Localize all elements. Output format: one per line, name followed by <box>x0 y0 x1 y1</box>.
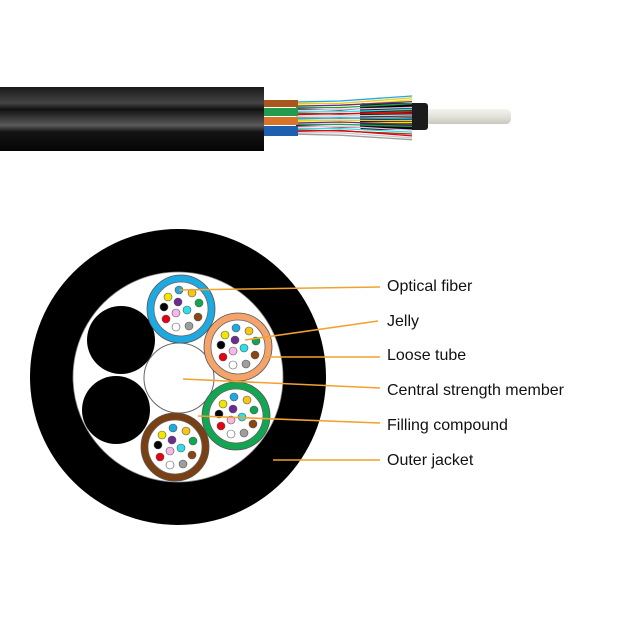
loose-tube <box>140 412 210 482</box>
filler-rod <box>87 306 155 374</box>
fiber-strand <box>295 121 413 126</box>
optical-fiber <box>171 322 181 332</box>
optical-fiber <box>187 288 197 298</box>
optical-fiber <box>241 359 251 369</box>
fiber-bundle <box>295 95 413 141</box>
leader-lines <box>178 286 381 461</box>
loose-tube <box>146 274 216 344</box>
fiber-strand <box>296 97 413 105</box>
optical-fiber <box>163 292 173 302</box>
tube-blue <box>262 126 298 136</box>
optical-fiber <box>239 428 249 438</box>
optical-fiber <box>188 436 198 446</box>
optical-fiber <box>159 302 169 312</box>
optical-fiber <box>248 419 258 429</box>
optical-fiber <box>230 335 240 345</box>
optical-fiber <box>153 440 163 450</box>
label-loose-tube: Loose tube <box>387 347 467 364</box>
optical-fiber <box>216 421 226 431</box>
optical-fiber <box>228 346 238 356</box>
optical-fiber <box>165 446 175 456</box>
leader-line <box>197 415 381 424</box>
fiber-strand <box>295 129 413 137</box>
fiber-strand <box>296 132 413 139</box>
optical-fiber <box>194 298 204 308</box>
optical-fiber <box>161 314 171 324</box>
fiber-strand <box>295 112 413 116</box>
fiber-strand <box>296 102 413 109</box>
optical-fiber <box>218 352 228 362</box>
optical-fiber <box>168 423 178 433</box>
tube-orange <box>262 117 298 125</box>
optical-fiber <box>178 459 188 469</box>
optical-fiber <box>181 426 191 436</box>
label-filling-compound: Filling compound <box>387 417 508 434</box>
optical-fiber <box>250 350 260 360</box>
optical-fiber <box>226 429 236 439</box>
optical-fiber <box>187 450 197 460</box>
optical-fiber <box>244 326 254 336</box>
optical-fiber <box>182 305 192 315</box>
optical-fiber <box>220 330 230 340</box>
optical-fiber <box>193 312 203 322</box>
fiber-strand <box>296 123 413 128</box>
fiber-strand <box>296 127 413 133</box>
leader-line <box>178 286 381 291</box>
fiber-strand <box>295 95 413 103</box>
central-rod <box>425 109 511 124</box>
tube-brown <box>262 100 298 107</box>
fiber-strand <box>295 117 413 120</box>
fiber-strand <box>295 133 413 141</box>
optical-fiber <box>167 435 177 445</box>
loose-tube <box>203 312 273 382</box>
optical-fiber <box>229 392 239 402</box>
fiber-strand <box>296 108 413 113</box>
optical-fiber <box>242 395 252 405</box>
optical-fiber <box>155 452 165 462</box>
optical-fiber <box>228 360 238 370</box>
leader-line <box>182 378 381 389</box>
optical-fiber <box>176 443 186 453</box>
fiber-strand <box>295 106 413 112</box>
cable-side-view <box>0 87 511 151</box>
outer-jacket-side <box>0 87 264 151</box>
label-central-strength-member: Central strength member <box>387 382 564 399</box>
cross-section <box>30 229 326 525</box>
optical-fiber <box>231 323 241 333</box>
optical-fiber <box>165 460 175 470</box>
optical-fiber <box>173 297 183 307</box>
label-optical-fiber: Optical fiber <box>387 278 473 295</box>
fiber-strand <box>295 125 413 131</box>
leader-line <box>244 320 379 341</box>
optical-fiber <box>157 430 167 440</box>
optical-fiber <box>239 343 249 353</box>
central-strength-member <box>143 342 215 414</box>
fiber-strand <box>295 101 413 107</box>
optical-fiber <box>184 321 194 331</box>
fiber-strand <box>296 119 413 122</box>
optical-fiber <box>171 308 181 318</box>
optical-fiber <box>216 340 226 350</box>
optical-fiber <box>218 399 228 409</box>
optical-fiber <box>249 405 259 415</box>
fiber-strand <box>296 114 413 117</box>
tube-green <box>262 108 298 116</box>
optical-fiber <box>228 404 238 414</box>
loose-tube <box>201 381 271 451</box>
label-jelly: Jelly <box>387 313 420 330</box>
filler-rod <box>82 376 150 444</box>
label-outer-jacket: Outer jacket <box>387 452 474 469</box>
